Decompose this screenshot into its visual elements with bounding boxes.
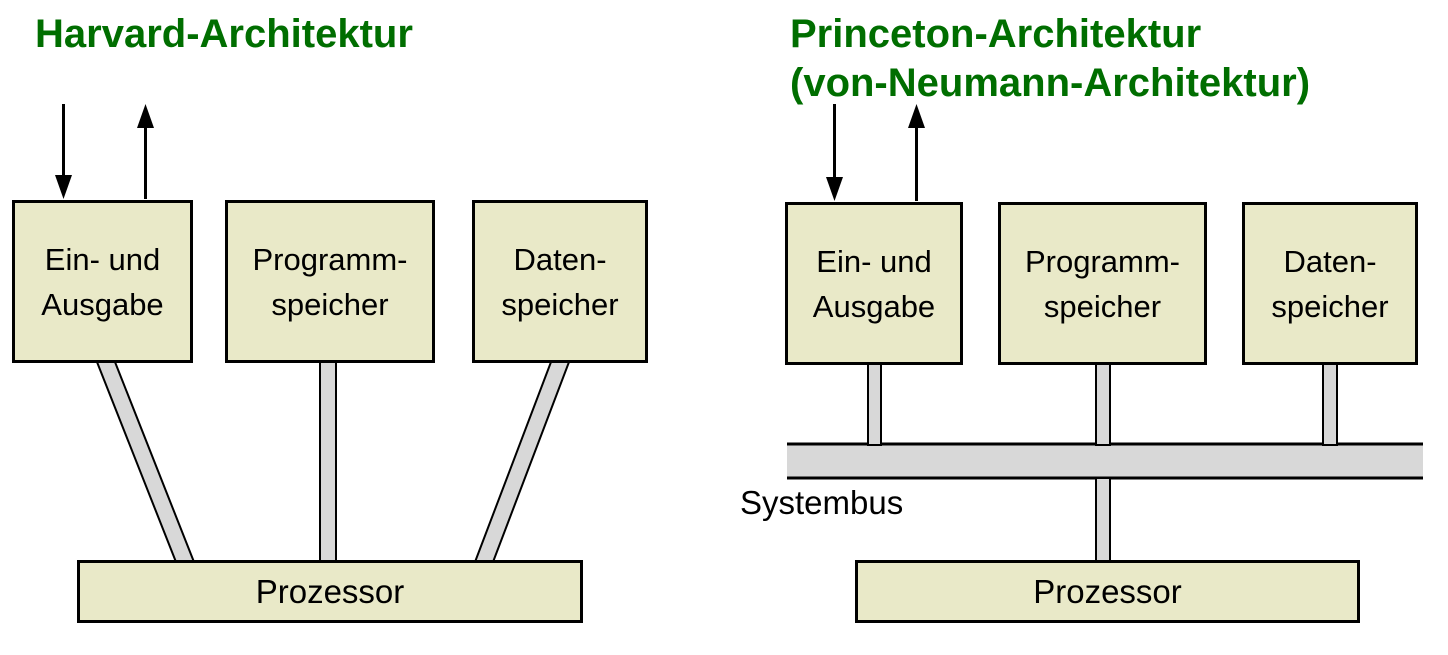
harvard-box-data-line2: speicher xyxy=(501,286,619,322)
harvard-link-io-processor xyxy=(95,361,196,563)
princeton-link-data-bus xyxy=(1322,362,1338,446)
harvard-box-io-line1: Ein- und xyxy=(44,241,161,277)
harvard-box-data-memory: Daten- speicher xyxy=(472,200,648,363)
harvard-box-prog-line1: Programm- xyxy=(252,241,408,277)
princeton-input-arrow-icon xyxy=(826,104,843,201)
princeton-box-prog-line1: Programm- xyxy=(1024,243,1180,279)
princeton-title-line2: (von-Neumann-Architektur) xyxy=(790,61,1311,105)
princeton-box-io: Ein- und Ausgabe xyxy=(785,202,963,365)
princeton-output-arrow-icon xyxy=(908,104,925,201)
system-bus-label: Systembus xyxy=(740,484,904,521)
harvard-processor-box: Prozessor xyxy=(77,560,583,623)
princeton-title: Princeton-Architektur (von-Neumann-Archi… xyxy=(790,10,1310,108)
harvard-box-io-line2: Ausgabe xyxy=(41,286,164,322)
princeton-processor-label: Prozessor xyxy=(1033,572,1182,610)
princeton-processor-box: Prozessor xyxy=(855,560,1360,623)
princeton-link-io-bus xyxy=(867,362,882,446)
princeton-box-io-line1: Ein- und xyxy=(816,243,932,279)
harvard-input-arrow-icon xyxy=(55,104,72,199)
princeton-link-program-bus xyxy=(1095,362,1111,446)
harvard-processor-label: Prozessor xyxy=(255,572,405,610)
princeton-link-bus-processor xyxy=(1095,477,1111,563)
princeton-box-data-memory: Daten- speicher xyxy=(1242,202,1418,365)
harvard-box-prog-line2: speicher xyxy=(271,286,389,322)
princeton-box-data-line1: Daten- xyxy=(1283,243,1377,279)
princeton-box-program-memory: Programm- speicher xyxy=(998,202,1207,365)
harvard-output-arrow-icon xyxy=(137,104,154,199)
princeton-box-io-line2: Ausgabe xyxy=(812,288,936,324)
harvard-box-data-line1: Daten- xyxy=(513,241,607,277)
princeton-title-line1: Princeton-Architektur xyxy=(790,12,1202,56)
princeton-box-data-line2: speicher xyxy=(1271,288,1389,324)
harvard-link-data-processor xyxy=(473,361,571,563)
harvard-box-io: Ein- und Ausgabe xyxy=(12,200,193,363)
harvard-link-program-processor xyxy=(319,361,337,563)
harvard-title: Harvard-Architektur xyxy=(35,10,413,59)
princeton-box-prog-line2: speicher xyxy=(1043,288,1162,324)
harvard-box-program-memory: Programm- speicher xyxy=(225,200,435,363)
system-bus xyxy=(787,445,1423,477)
harvard-title-text: Harvard-Architektur xyxy=(35,12,413,56)
